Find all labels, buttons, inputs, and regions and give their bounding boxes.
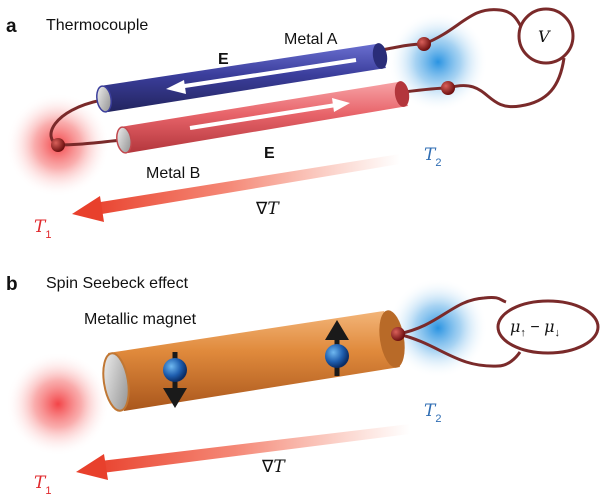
magnet-near-end [102,352,130,412]
mu-difference-loop [496,299,600,355]
t2-label-a: T2 [424,145,441,169]
metal-b-label: Metal B [146,165,200,182]
spin-down-arrowhead [163,388,187,408]
metal-a-label: Metal A [284,31,338,48]
spin-up [325,320,349,376]
grad-t-label-a: ∇T [255,199,280,219]
temperature-gradient-arrow-b [92,424,410,474]
panel-b: b Spin Seebeck effect Metallic magnet [6,274,600,497]
metal-b-field-arrowhead [332,98,350,112]
t2-label-b: T2 [424,401,441,425]
panel-a: a Thermocouple V [6,7,575,241]
wire-to-mu-top [397,296,507,336]
temperature-gradient-arrow [88,154,400,216]
metal-a-rod [96,43,388,113]
cold-junction-dot-a [417,37,431,51]
metallic-magnet-rod [102,310,405,412]
metal-a-far-end [372,43,388,69]
voltmeter [517,7,575,65]
spin-down-electron [163,358,187,382]
voltmeter-label: V [538,27,551,46]
efield-label-bottom: E [264,145,275,162]
t1-label-b: T1 [34,473,51,497]
metal-b-rod [116,81,410,154]
hot-region-t1-b [6,352,110,456]
metal-b-far-end [394,81,410,107]
cold-junction-dot-b [441,81,455,95]
temperature-gradient-arrowhead-b [76,454,108,480]
temperature-gradient-arrowhead [72,196,104,222]
efield-label-top: E [218,51,229,68]
magnet-body [108,311,400,411]
hot-junction-dot [51,138,65,152]
metal-a-field-arrowhead [166,80,186,94]
magnet-label: Metallic magnet [84,311,197,328]
panel-a-letter: a [6,16,17,37]
panel-a-title: Thermocouple [46,17,148,34]
grad-t-label-b: ∇T [261,457,286,477]
spin-down [163,352,187,408]
metal-b-near-end [116,126,132,154]
panel-b-title: Spin Seebeck effect [46,275,189,292]
panel-b-letter: b [6,274,18,295]
spin-up-arrowhead [325,320,349,340]
spin-up-electron [325,344,349,368]
wire-to-mu-bottom [397,332,522,368]
magnet-far-end [379,310,405,368]
metal-a-field-arrow [177,58,357,89]
metal-b-field-arrow [189,103,337,130]
magnet-junction-dot [391,327,405,341]
metal-a-near-end [96,85,112,113]
wire-to-voltmeter-bottom [447,57,566,109]
mu-difference-label: μ↑ − μ↓ [510,317,560,339]
t1-label-a: T1 [34,217,51,241]
